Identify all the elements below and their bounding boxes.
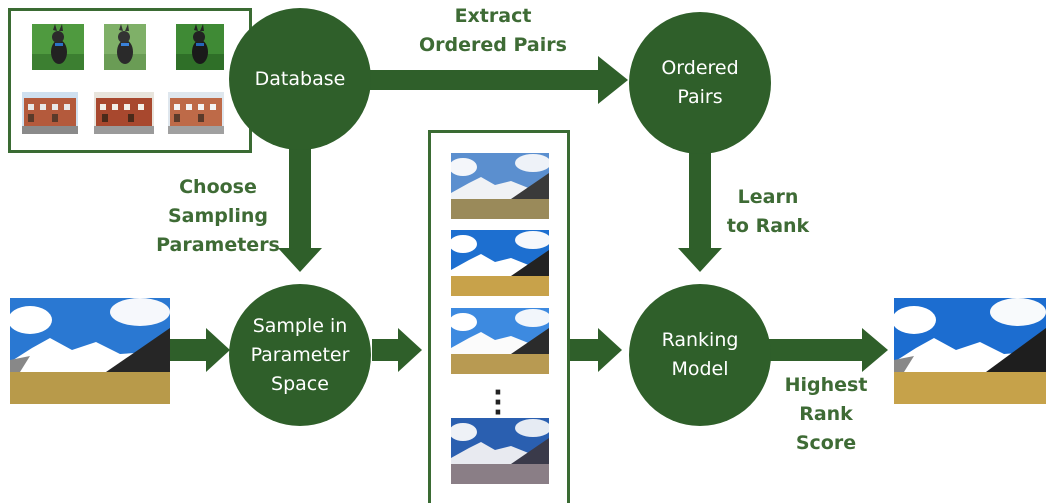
dog-photo — [176, 24, 224, 70]
extract-ordered-pairs-label: Extract Ordered Pairs — [419, 5, 567, 56]
highest-rank-score-label: Highest Rank Score — [784, 374, 868, 454]
arrow-input-to-sample-head — [206, 328, 230, 372]
arrow-input-to-sample — [170, 339, 210, 361]
arrow-db-to-sample-head — [278, 248, 322, 272]
landscape-photo — [894, 298, 1046, 404]
ellipsis-icon: ··· — [493, 378, 503, 428]
choose-sampling-parameters-label: Choose Sampling Parameters — [156, 176, 280, 256]
arrow-sample-to-candidates — [372, 339, 402, 361]
arrow-candidates-to-ranking — [568, 339, 602, 361]
dog-photo — [32, 24, 84, 70]
sample-node: Sample in Parameter Space — [229, 284, 371, 426]
arrow-db-to-sample — [289, 140, 311, 252]
building-photo — [22, 92, 78, 134]
arrow-ranking-to-output-head — [862, 328, 888, 372]
arrow-sample-to-candidates-head — [398, 328, 422, 372]
database-node: Database — [229, 8, 371, 150]
dog-photo — [104, 24, 146, 70]
landscape-photo — [451, 230, 549, 296]
arrow-db-to-pairs-head — [598, 56, 628, 104]
landscape-photo — [451, 153, 549, 219]
ranking-model-node: Ranking Model — [629, 284, 771, 426]
arrow-pairs-to-ranking — [689, 145, 711, 252]
ordered-pairs-node: Ordered Pairs — [629, 12, 771, 154]
landscape-photo — [10, 298, 170, 404]
learn-to-rank-label: Learn to Rank — [726, 186, 810, 237]
arrow-candidates-to-ranking-head — [598, 328, 622, 372]
building-photo — [94, 92, 154, 134]
arrow-pairs-to-ranking-head — [678, 248, 722, 272]
arrow-db-to-pairs — [340, 70, 602, 90]
arrow-ranking-to-output — [765, 339, 865, 361]
building-photo — [168, 92, 224, 134]
landscape-photo — [451, 418, 549, 484]
landscape-photo — [451, 308, 549, 374]
